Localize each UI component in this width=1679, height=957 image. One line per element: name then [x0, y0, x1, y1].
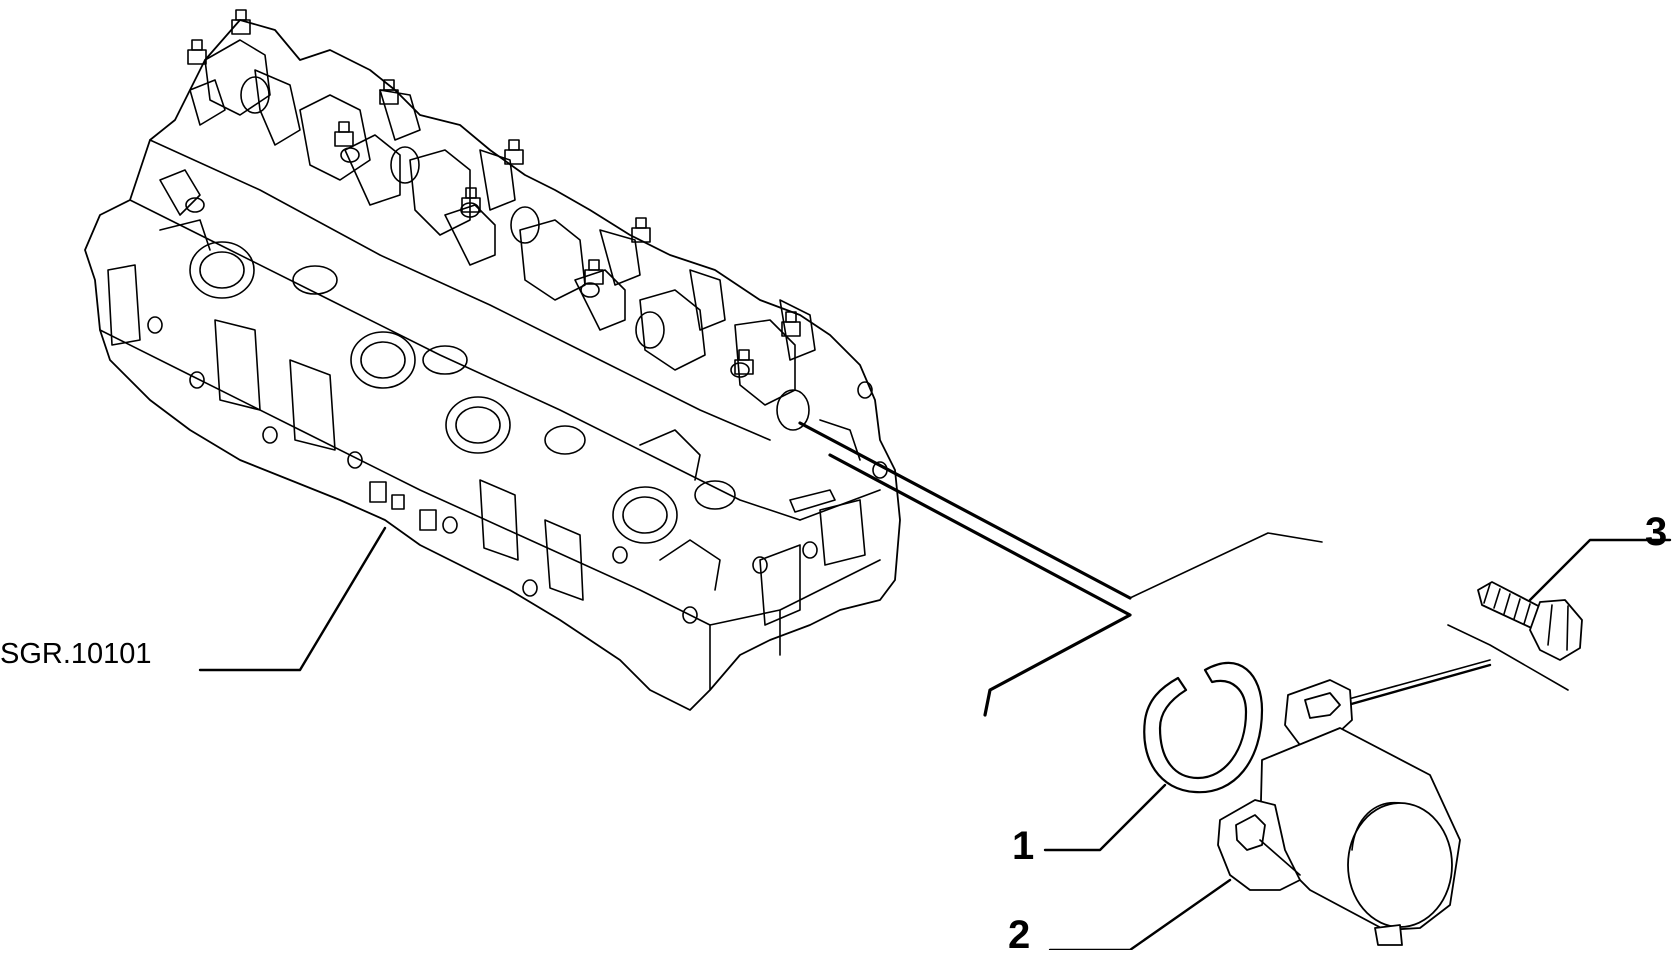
cylinder-head-drawing	[84, 9, 901, 711]
sensor-drawing	[1217, 679, 1461, 946]
bolt-drawing	[1477, 581, 1583, 661]
reference-label: SGR.10101	[0, 638, 152, 670]
snap-ring-drawing	[1143, 661, 1264, 794]
part-number-3: 3	[1645, 510, 1668, 554]
assembly-center-lines	[798, 421, 1569, 717]
reference-leader-line	[198, 526, 387, 672]
ring-leader-line	[1043, 783, 1167, 852]
sensor-leader-line	[1048, 878, 1232, 950]
bolt-leader-line	[1528, 538, 1672, 602]
part-number-2: 2	[1008, 913, 1031, 957]
part-number-1: 1	[1012, 824, 1035, 868]
